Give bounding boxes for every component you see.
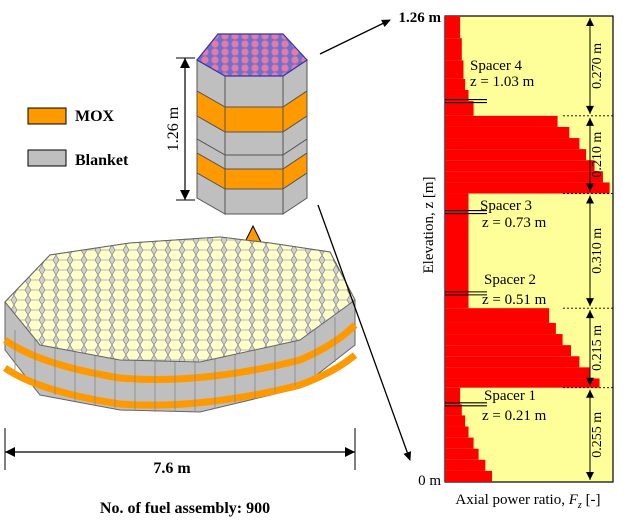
assembly-right-face: [282, 59, 308, 215]
x-axis-title-text: Axial power ratio,: [455, 492, 568, 508]
power-step-bar: [445, 437, 474, 449]
leader-arrow-bottom: [317, 204, 412, 461]
zone-dimension-arrowhead: [586, 472, 594, 480]
power-step-bar: [445, 356, 580, 368]
power-step-bar: [445, 182, 610, 194]
spacer-lines: [445, 99, 487, 407]
core-side-seams: [14, 317, 336, 412]
power-profile: [445, 16, 610, 482]
power-step-bar: [445, 149, 587, 161]
power-step-bar: [445, 38, 462, 61]
zone-dimension-arrowhead: [586, 18, 594, 26]
power-step-bar: [445, 78, 466, 90]
power-step-bar: [445, 126, 570, 139]
spacer-1-z: z = 0.21 m: [482, 408, 547, 424]
power-step-bar: [445, 426, 469, 438]
assembly-height-label: 1.26 m: [165, 106, 182, 151]
core-top-surface: [4, 236, 356, 363]
x-axis-subscript: z: [577, 500, 582, 511]
legend-blanket-swatch: [27, 149, 67, 167]
core-diameter-dimension: [4, 428, 356, 470]
reactor-core: 7.6 m No. of fuel assembly: 900: [2, 236, 358, 517]
zone-dimension-arrowhead: [586, 105, 594, 114]
power-step-bar: [445, 115, 558, 127]
power-step-bar: [445, 101, 474, 116]
zone-length-label: 0.270 m: [590, 43, 605, 89]
y-axis-title: Elevation, z [m]: [421, 176, 437, 273]
spacer-3-name: Spacer 3: [480, 198, 532, 214]
axis-bottom-label: 0 m: [418, 473, 441, 489]
zone-length-label: 0.310 m: [590, 228, 605, 274]
zone-dimensions: 0.270 m 0.210 m 0.310 m 0.215 m 0.255 m: [586, 18, 605, 480]
zone-dimension-arrowhead: [586, 298, 594, 307]
power-step-bar: [445, 387, 461, 405]
power-step-bar: [445, 171, 603, 183]
power-step-bar: [445, 322, 556, 335]
zone-dimension-arrowhead: [586, 310, 594, 319]
spacer-2-name: Spacer 2: [484, 272, 536, 288]
fuel-assembly-caption: No. of fuel assembly: 900: [100, 500, 270, 517]
power-step-bar: [445, 415, 466, 427]
power-step-bar: [445, 334, 563, 346]
legend: MOX Blanket: [27, 107, 129, 169]
x-axis-unit: [-]: [582, 492, 601, 508]
zone-dimension-arrowhead: [586, 183, 594, 192]
power-step-bar: [445, 60, 464, 79]
zone-dimension-arrowhead: [586, 389, 594, 398]
x-axis-symbol: F: [568, 492, 579, 508]
power-step-bar: [445, 89, 469, 102]
spacer-4-name: Spacer 4: [470, 58, 523, 74]
assembly-front-face: [224, 75, 284, 215]
core-diameter-label: 7.6 m: [153, 460, 191, 477]
power-step-bar: [445, 160, 595, 172]
axis-top-label: 1.26 m: [399, 10, 442, 26]
power-step-bar: [445, 378, 600, 388]
legend-mox-swatch: [27, 107, 67, 125]
power-step-bar: [445, 345, 571, 357]
power-step-bar: [445, 448, 479, 460]
power-step-bar: [445, 404, 462, 416]
power-step-bar: [445, 193, 469, 309]
zone-length-label: 0.255 m: [590, 412, 605, 458]
zone-dividers: [563, 115, 613, 389]
power-step-bar: [445, 138, 580, 150]
zone-dimension-arrowhead: [586, 377, 594, 386]
legend-mox-label: MOX: [75, 108, 115, 125]
spacer-3-z: z = 0.73 m: [482, 215, 547, 231]
zone-length-label: 0.215 m: [590, 325, 605, 371]
zone-dimension-arrowhead: [586, 195, 594, 204]
assembly-height-dimension: [176, 57, 195, 201]
zone-length-label: 0.210 m: [590, 132, 605, 178]
assembly-left-face: [196, 59, 226, 215]
legend-blanket-label: Blanket: [75, 152, 129, 169]
power-step-bar: [445, 308, 550, 323]
chart-plot-area: [444, 15, 614, 483]
power-step-bar: [445, 459, 486, 471]
power-step-bar: [445, 16, 461, 39]
axial-power-chart: 0.270 m 0.210 m 0.310 m 0.215 m 0.255 m 1.26…: [399, 10, 614, 511]
core-mox-bands: [2, 322, 358, 409]
zone-dimension-arrowhead: [586, 117, 594, 126]
spacer-2-z: z = 0.51 m: [482, 292, 547, 308]
spacer-1-name: Spacer 1: [484, 388, 536, 404]
power-step-bar: [445, 367, 590, 379]
assembly-top: [196, 33, 308, 77]
leader-arrow-top: [319, 19, 391, 55]
x-axis-title: Axial power ratio, Fz [-]: [455, 492, 600, 511]
fuel-assembly: 1.26 m: [165, 33, 308, 215]
power-step-bar: [445, 470, 493, 482]
spacer-4-z: z = 1.03 m: [470, 74, 535, 90]
